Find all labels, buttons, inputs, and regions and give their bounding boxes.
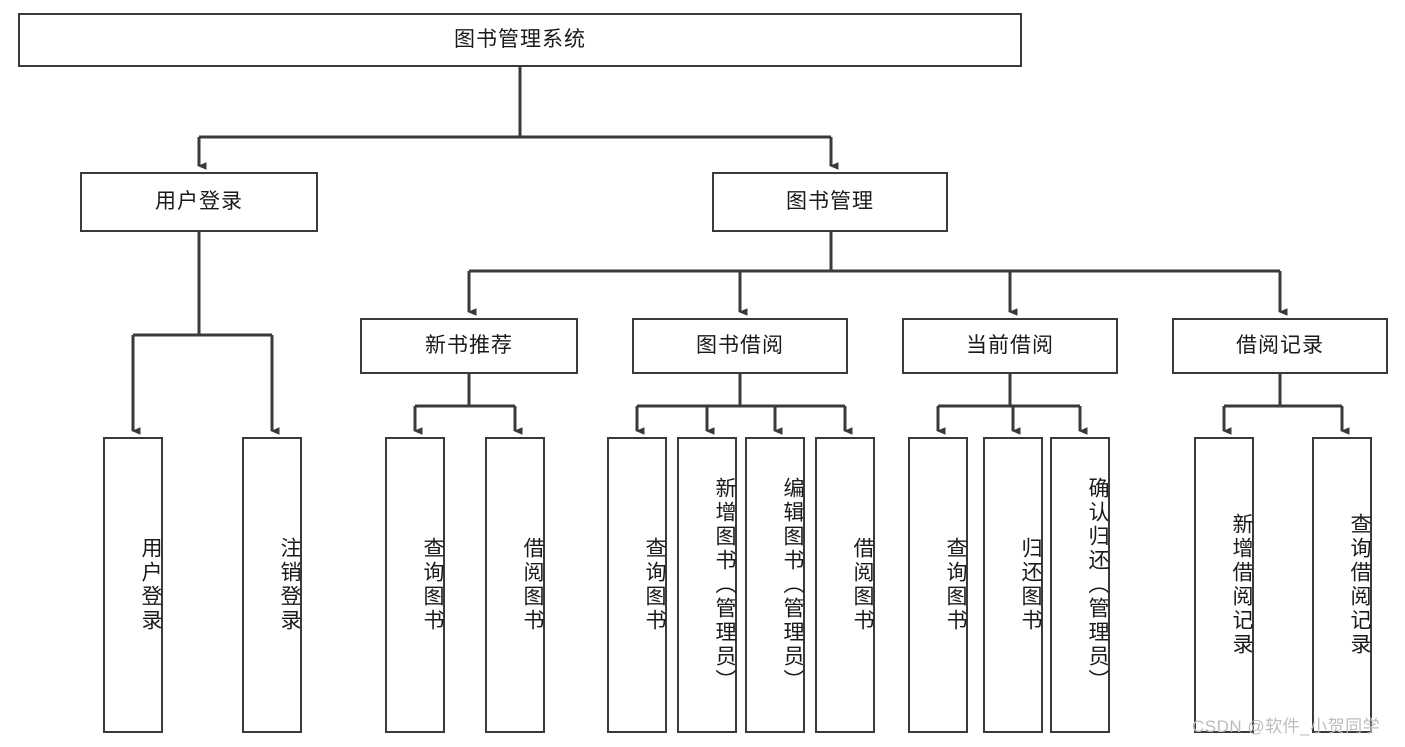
node-new-book-recommend-label: 新书推荐 (425, 333, 513, 357)
leaf-borrow-book[interactable]: 借阅图书 (815, 437, 875, 733)
leaf-edit-book-admin[interactable]: 编辑图书（管理员） (745, 437, 805, 733)
leaf-borrow-book-rec-label: 借阅图书 (521, 537, 544, 633)
leaf-add-borrow-record-label: 新增借阅记录 (1230, 513, 1253, 657)
node-user-login-label: 用户登录 (155, 189, 243, 213)
leaf-add-borrow-record[interactable]: 新增借阅记录 (1194, 437, 1254, 733)
node-new-book-recommend[interactable]: 新书推荐 (360, 318, 578, 374)
node-root[interactable]: 图书管理系统 (18, 13, 1022, 67)
leaf-confirm-return-admin-label: 确认归还（管理员） (1086, 477, 1109, 693)
leaf-query-borrow-record[interactable]: 查询借阅记录 (1312, 437, 1372, 733)
leaf-add-book-admin[interactable]: 新增图书（管理员） (677, 437, 737, 733)
leaf-user-login-label: 用户登录 (139, 537, 162, 633)
leaf-borrow-book-rec[interactable]: 借阅图书 (485, 437, 545, 733)
leaf-query-borrow-record-label: 查询借阅记录 (1348, 513, 1371, 657)
leaf-query-book-borrow-label: 查询图书 (643, 537, 666, 633)
node-current-borrow-label: 当前借阅 (966, 333, 1054, 357)
leaf-query-book-current[interactable]: 查询图书 (908, 437, 968, 733)
node-book-borrow-label: 图书借阅 (696, 333, 784, 357)
node-borrow-record[interactable]: 借阅记录 (1172, 318, 1388, 374)
leaf-confirm-return-admin[interactable]: 确认归还（管理员） (1050, 437, 1110, 733)
node-root-label: 图书管理系统 (454, 27, 586, 51)
node-borrow-record-label: 借阅记录 (1236, 333, 1324, 357)
csdn-watermark: CSDN @软件_小贺同学 (1192, 717, 1381, 736)
leaf-query-book-rec[interactable]: 查询图书 (385, 437, 445, 733)
node-book-management[interactable]: 图书管理 (712, 172, 948, 232)
leaf-user-logout[interactable]: 注销登录 (242, 437, 302, 733)
leaf-user-logout-label: 注销登录 (278, 537, 301, 633)
leaf-return-book[interactable]: 归还图书 (983, 437, 1043, 733)
leaf-borrow-book-label: 借阅图书 (851, 537, 874, 633)
node-current-borrow[interactable]: 当前借阅 (902, 318, 1118, 374)
leaf-return-book-label: 归还图书 (1019, 537, 1042, 633)
node-user-login[interactable]: 用户登录 (80, 172, 318, 232)
leaf-user-login[interactable]: 用户登录 (103, 437, 163, 733)
leaf-query-book-borrow[interactable]: 查询图书 (607, 437, 667, 733)
node-book-borrow[interactable]: 图书借阅 (632, 318, 848, 374)
leaf-query-book-rec-label: 查询图书 (421, 537, 444, 633)
leaf-edit-book-admin-label: 编辑图书（管理员） (781, 477, 804, 693)
leaf-add-book-admin-label: 新增图书（管理员） (713, 477, 736, 693)
node-book-management-label: 图书管理 (786, 189, 874, 213)
leaf-query-book-current-label: 查询图书 (944, 537, 967, 633)
